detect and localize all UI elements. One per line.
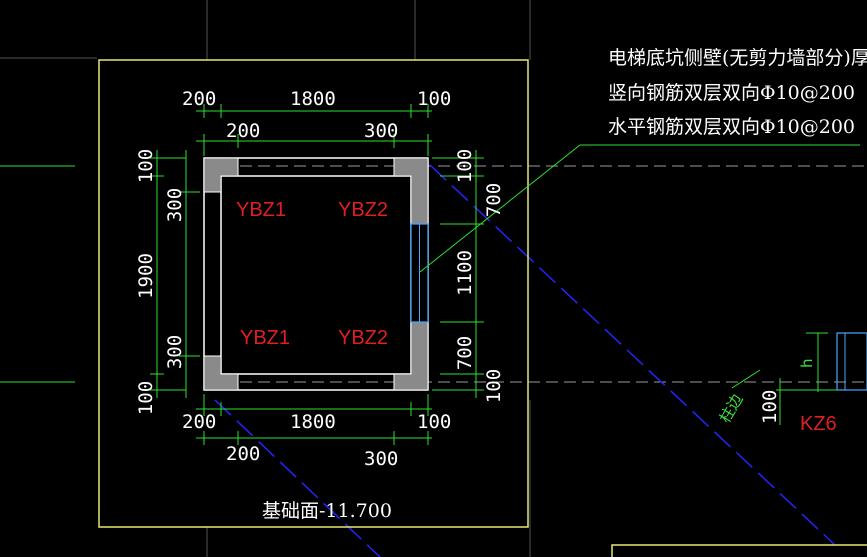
dim-text: 1900 bbox=[135, 253, 157, 299]
pit-wall-outline bbox=[203, 157, 429, 391]
axis-lines bbox=[240, 165, 867, 383]
dim-text: 300 bbox=[164, 188, 186, 222]
axis-solid-left bbox=[0, 165, 75, 383]
diagonal-line-left bbox=[214, 399, 381, 557]
side-edge-label: 柱边 bbox=[716, 391, 747, 426]
dim-text: 100 bbox=[483, 369, 505, 403]
rebar-notes: 电梯底坑侧壁(无剪力墙部分)厚200 竖向钢筋双层双向Φ10@200 水平钢筋双… bbox=[608, 47, 867, 138]
note-leader-line bbox=[419, 144, 860, 273]
column-tag-kz6: KZ6 bbox=[800, 413, 837, 435]
side-leader bbox=[731, 369, 761, 389]
grid-lines bbox=[0, 0, 531, 557]
tag-ybz-br: YBZ2 bbox=[338, 327, 388, 349]
note-line-2: 竖向钢筋双层双向Φ10@200 bbox=[608, 82, 855, 104]
diagonal-lines bbox=[214, 164, 836, 557]
corner-column-tl bbox=[203, 157, 239, 193]
side-dim-text: 100 bbox=[759, 390, 781, 424]
dim-texts-bottom: 200 1800 100 200 300 bbox=[182, 411, 451, 470]
tag-ybz-tl: YBZ1 bbox=[236, 199, 286, 221]
side-h-label: h bbox=[798, 358, 816, 368]
dim-text: 1800 bbox=[290, 411, 336, 433]
dim-text: 700 bbox=[483, 183, 505, 217]
corner-column-bl bbox=[203, 355, 239, 391]
dim-texts-left: 100 1900 100 300 300 bbox=[135, 149, 186, 415]
tag-ybz-tr: YBZ2 bbox=[338, 199, 388, 221]
side-detail: h 柱边 100 KZ6 bbox=[716, 332, 867, 435]
dim-text: 100 bbox=[135, 381, 157, 415]
dim-texts-right: 100 700 1100 700 100 bbox=[454, 149, 505, 403]
dim-text: 1800 bbox=[290, 88, 336, 110]
dim-text: 300 bbox=[164, 335, 186, 369]
tag-ybz-bl: YBZ1 bbox=[240, 327, 290, 349]
corner-column-br bbox=[393, 321, 429, 391]
dim-text: 300 bbox=[364, 120, 398, 142]
dim-text: 100 bbox=[417, 411, 451, 433]
ybz-tags: YBZ1 YBZ2 YBZ1 YBZ2 bbox=[236, 199, 388, 349]
side-column-outline bbox=[836, 332, 867, 391]
pit-walls bbox=[203, 157, 429, 391]
adjacent-frame bbox=[611, 544, 867, 557]
dim-text: 100 bbox=[135, 149, 157, 183]
dim-text: 200 bbox=[226, 120, 260, 142]
foundation-frame bbox=[98, 59, 529, 528]
corner-column-tr bbox=[393, 157, 429, 225]
dim-text: 200 bbox=[182, 88, 216, 110]
dim-text: 100 bbox=[417, 88, 451, 110]
dim-text: 1100 bbox=[454, 250, 476, 296]
base-elevation-label: 基础面-11.700 bbox=[262, 500, 392, 522]
dim-text: 200 bbox=[182, 411, 216, 433]
diagonal-line-right bbox=[429, 164, 836, 546]
dim-text: 200 bbox=[226, 443, 260, 465]
dim-text: 100 bbox=[454, 149, 476, 183]
dim-texts-top: 200 1800 100 200 300 bbox=[182, 88, 451, 142]
dimension-lines bbox=[150, 104, 484, 445]
note-line-3: 水平钢筋双层双向Φ10@200 bbox=[608, 116, 855, 138]
dim-text: 700 bbox=[454, 336, 476, 370]
dim-text: 300 bbox=[364, 448, 398, 470]
note-line-1: 电梯底坑侧壁(无剪力墙部分)厚200 bbox=[608, 47, 867, 69]
